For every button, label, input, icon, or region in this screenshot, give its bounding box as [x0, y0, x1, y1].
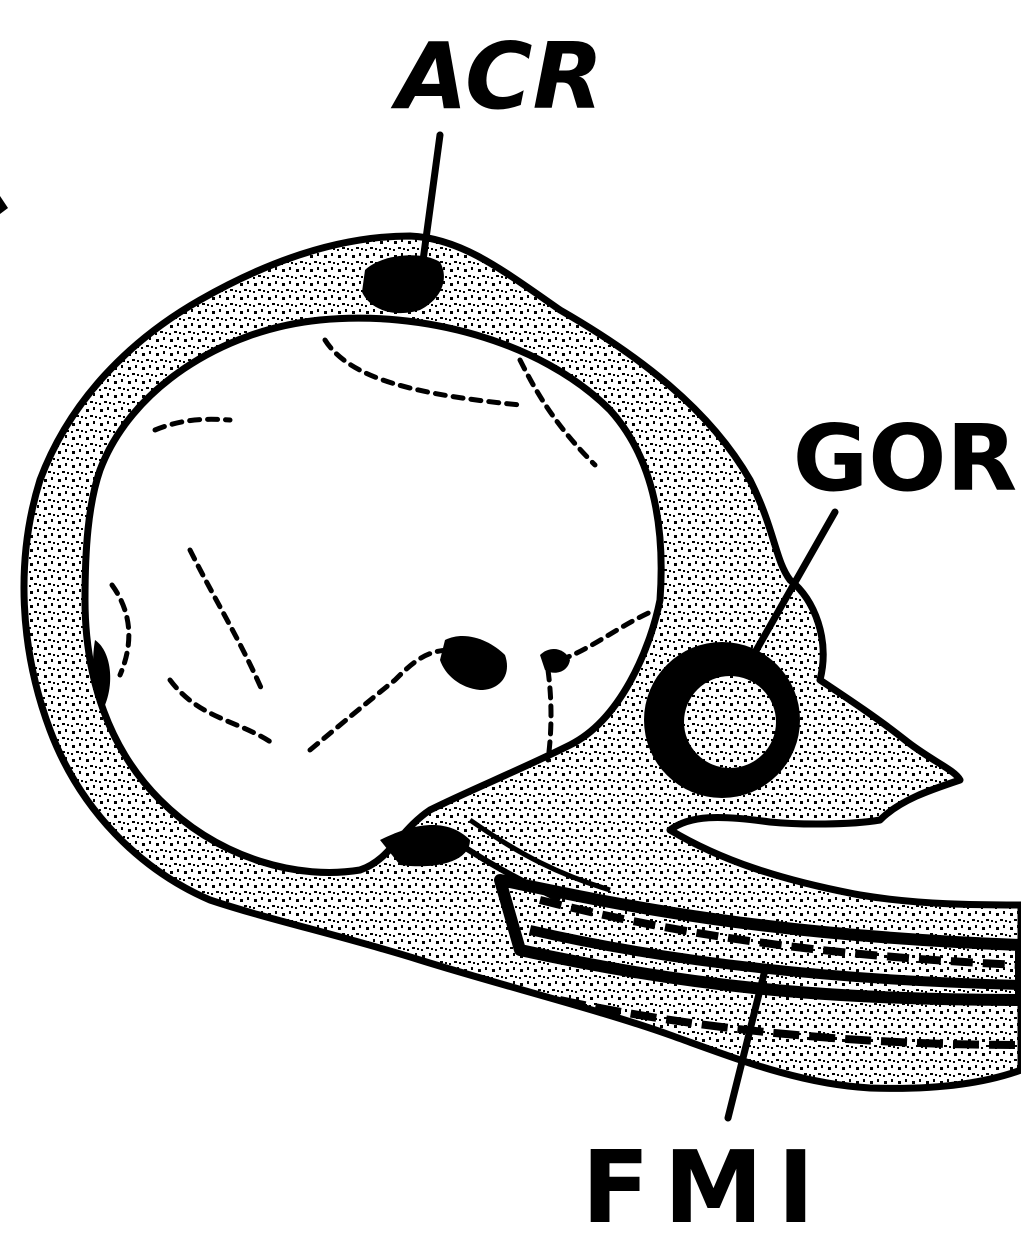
gor-structure: [644, 642, 800, 798]
edge-mark: [0, 196, 8, 214]
gor-label: GOR: [793, 405, 1018, 512]
acr-label: ACR: [391, 23, 604, 130]
fmi-label: FMI: [581, 1129, 828, 1246]
